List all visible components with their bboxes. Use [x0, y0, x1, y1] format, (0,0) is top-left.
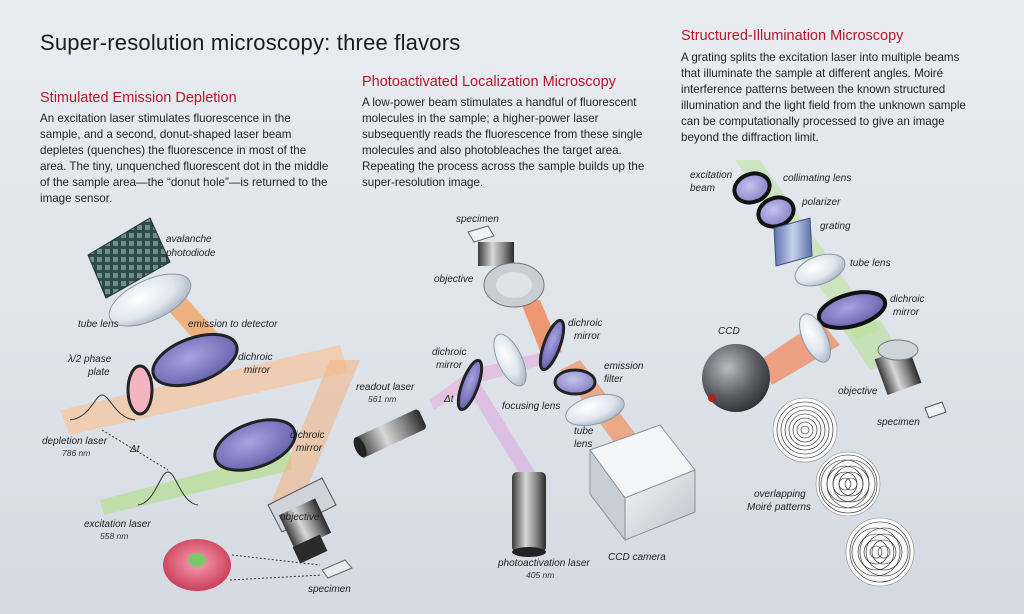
phase-plate	[126, 364, 154, 416]
label-palm-dichroic-r1: dichroic	[568, 318, 602, 329]
sted-tube-lens	[108, 273, 192, 327]
label-depletion-nm: 786 nm	[62, 448, 90, 458]
label-sted-dichroic-2b: mirror	[296, 443, 323, 454]
label-palm-specimen: specimen	[456, 214, 499, 225]
sim-ccd-indicator	[708, 394, 716, 402]
label-palm-objective: objective	[434, 274, 474, 285]
moire-pattern-3	[845, 517, 915, 587]
label-palm-dichroic-l1: dichroic	[432, 347, 466, 358]
label-sim-excitation-2: beam	[690, 183, 715, 194]
label-sim-polarizer: polarizer	[801, 197, 841, 208]
label-sim-dichroic-2: mirror	[893, 307, 920, 318]
label-sim-specimen: specimen	[877, 417, 920, 428]
label-palm-tube-2: lens	[574, 439, 592, 450]
sim-diagram: excitation beam collimating lens polariz…	[690, 160, 947, 587]
label-palm-photoactivation-nm: 405 nm	[526, 570, 554, 580]
palm-photoactivation-beam	[465, 380, 540, 486]
palm-tube-lens	[565, 393, 625, 427]
label-palm-photoactivation-laser: photoactivation laser	[497, 558, 590, 569]
palm-focusing-lens	[493, 333, 527, 387]
label-sim-ccd: CCD	[718, 326, 740, 337]
label-excitation-laser: excitation laser	[84, 519, 151, 530]
sim-specimen	[924, 401, 947, 419]
palm-heading: Photoactivated Localization Microscopy	[362, 74, 616, 90]
sted-path-beam	[270, 360, 360, 505]
sted-depletion-beam	[60, 345, 348, 435]
label-avalanche-photodiode: avalanche	[166, 234, 212, 245]
sim-dichroic-mirror	[816, 290, 888, 330]
label-sted-specimen: specimen	[308, 584, 351, 595]
sted-specimen-slide	[321, 559, 353, 579]
page-title: Super-resolution microscopy: three flavo…	[40, 30, 461, 55]
sim-grating	[773, 217, 813, 267]
palm-emission-filter	[553, 368, 597, 396]
label-palm-emission-1: emission	[604, 361, 644, 372]
sted-heading: Stimulated Emission Depletion	[40, 90, 237, 106]
label-sim-objective: objective	[838, 386, 878, 397]
label-sim-excitation-1: excitation	[690, 170, 733, 181]
label-phase-plate-2: plate	[87, 367, 110, 378]
palm-dichroic-mirror-left	[456, 358, 484, 412]
label-sted-tube-lens: tube lens	[78, 319, 119, 330]
label-palm-readout-laser: readout laser	[356, 382, 415, 393]
label-palm-delta-t: Δt	[443, 394, 455, 405]
label-sted-objective: objective	[280, 512, 320, 523]
label-palm-tube-1: tube	[574, 426, 594, 437]
label-sted-dichroic-2a: dichroic	[290, 430, 324, 441]
palm-readout-laser	[353, 409, 426, 458]
label-palm-emission-2: filter	[604, 374, 624, 385]
sted-diagram: avalanche photodiode tube lens emission …	[42, 217, 360, 595]
sted-objective	[267, 477, 337, 564]
donut-depletion-shape	[163, 539, 323, 591]
label-excitation-nm: 558 nm	[100, 531, 128, 541]
label-sim-moire-1: overlapping	[754, 489, 806, 500]
palm-description: A low-power beam stimulates a handful of…	[362, 96, 645, 189]
sim-tube-lens	[794, 253, 846, 287]
sted-dichroic-mirror-2	[213, 418, 297, 472]
label-palm-dichroic-r2: mirror	[574, 331, 601, 342]
sted-description: An excitation laser stimulates fluoresce…	[40, 112, 329, 205]
label-phase-plate-1: λ/2 phase	[67, 354, 112, 365]
sim-focus-lens	[799, 313, 831, 363]
label-sted-dichroic-1b: mirror	[244, 365, 271, 376]
label-avalanche-photodiode-2: photodiode	[165, 248, 216, 259]
moire-pattern-2	[815, 451, 881, 517]
label-sim-grating: grating	[820, 221, 851, 232]
sim-description: A grating splits the excitation laser in…	[681, 51, 966, 144]
sim-objective	[874, 339, 922, 396]
palm-ccd-camera	[589, 424, 696, 542]
label-emission-to-detector: emission to detector	[188, 319, 278, 330]
sim-heading: Structured-Illumination Microscopy	[681, 28, 904, 44]
label-palm-readout-nm: 561 nm	[368, 394, 396, 404]
label-sim-moire-2: Moiré patterns	[747, 502, 811, 513]
excitation-pulse-curve	[137, 471, 199, 506]
label-palm-dichroic-l2: mirror	[436, 360, 463, 371]
palm-photoactivation-laser	[512, 472, 546, 557]
label-palm-focusing-lens: focusing lens	[502, 401, 560, 412]
depletion-pulse-curve	[69, 394, 136, 421]
sim-collimating-lens-2	[756, 195, 796, 229]
label-sted-delta-t: Δt	[129, 444, 141, 455]
palm-dichroic-mirror-right	[538, 318, 566, 372]
sim-collimating-lens-1	[732, 171, 772, 205]
palm-specimen	[467, 225, 495, 243]
palm-objective	[478, 242, 545, 308]
label-palm-ccd-camera: CCD camera	[608, 552, 666, 563]
sted-dichroic-mirror-1	[151, 332, 239, 388]
label-sim-collimating: collimating lens	[783, 173, 851, 184]
sim-ccd-sensor	[702, 344, 770, 412]
delta-t-line	[101, 429, 169, 471]
moire-pattern-1	[772, 397, 838, 463]
label-sim-dichroic-1: dichroic	[890, 294, 924, 305]
palm-diagram: specimen objective dichroic mirror dichr…	[353, 214, 696, 580]
label-depletion-laser: depletion laser	[42, 436, 108, 447]
label-sted-dichroic-1a: dichroic	[238, 352, 272, 363]
avalanche-photodiode	[87, 217, 171, 299]
label-sim-tube-lens: tube lens	[850, 258, 891, 269]
